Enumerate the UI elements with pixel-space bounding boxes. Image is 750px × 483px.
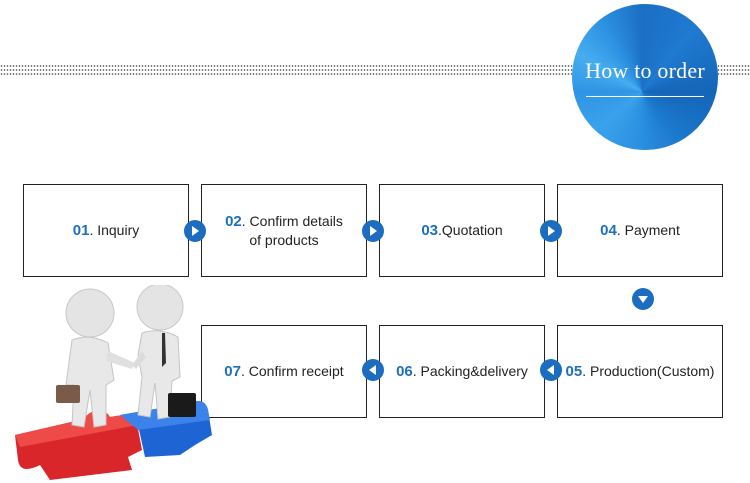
step-02: 02. Confirm details of products <box>201 184 367 277</box>
step-label: Production(Custom) <box>589 363 715 379</box>
step-number: 03 <box>421 222 439 239</box>
step-number: 04 <box>600 222 617 239</box>
step-07: 07. Confirm receipt <box>201 325 367 418</box>
step-label: Confirm details <box>249 213 343 229</box>
step-sep: . <box>240 363 249 379</box>
arrow-down-icon <box>632 288 654 310</box>
arrow-right-icon <box>540 220 562 242</box>
step-01: 01. Inquiry <box>23 184 189 277</box>
step-sep: . <box>412 363 421 379</box>
arrow-right-icon <box>184 220 206 242</box>
step-label: Packing&delivery <box>420 363 528 379</box>
arrow-left-icon <box>540 359 562 381</box>
step-number: 05 <box>565 363 583 380</box>
step-number: 07 <box>224 363 241 380</box>
figure-head <box>136 285 184 331</box>
step-04: 04. Payment <box>557 184 723 277</box>
step-label: Confirm receipt <box>248 363 344 379</box>
step-sep: . <box>616 222 625 238</box>
briefcase-icon <box>56 385 80 403</box>
step-sep: . <box>438 222 442 238</box>
step-label: Quotation <box>441 222 503 238</box>
briefcase-icon <box>168 393 196 417</box>
step-05: 05. Production(Custom) <box>557 325 723 418</box>
arrow-right-icon <box>362 220 384 242</box>
step-label-line2: of products <box>249 232 319 248</box>
handshake-illustration <box>15 285 212 480</box>
step-06: 06. Packing&delivery <box>379 325 545 418</box>
step-number: 02 <box>225 213 242 230</box>
step-label: Inquiry <box>97 222 140 238</box>
step-03: 03.Quotation <box>379 184 545 277</box>
header-badge: How to order <box>572 4 718 150</box>
step-number: 06 <box>396 363 413 380</box>
arrow-left-icon <box>362 359 384 381</box>
step-sep: . <box>582 363 590 379</box>
step-sep: . <box>241 213 250 229</box>
page-title: How to order <box>585 58 705 83</box>
figure-head <box>65 288 115 338</box>
dotted-divider <box>0 64 750 76</box>
step-label: Payment <box>624 222 680 238</box>
title-underline <box>586 96 704 97</box>
step-sep: . <box>89 222 98 238</box>
step-number: 01 <box>72 222 90 239</box>
